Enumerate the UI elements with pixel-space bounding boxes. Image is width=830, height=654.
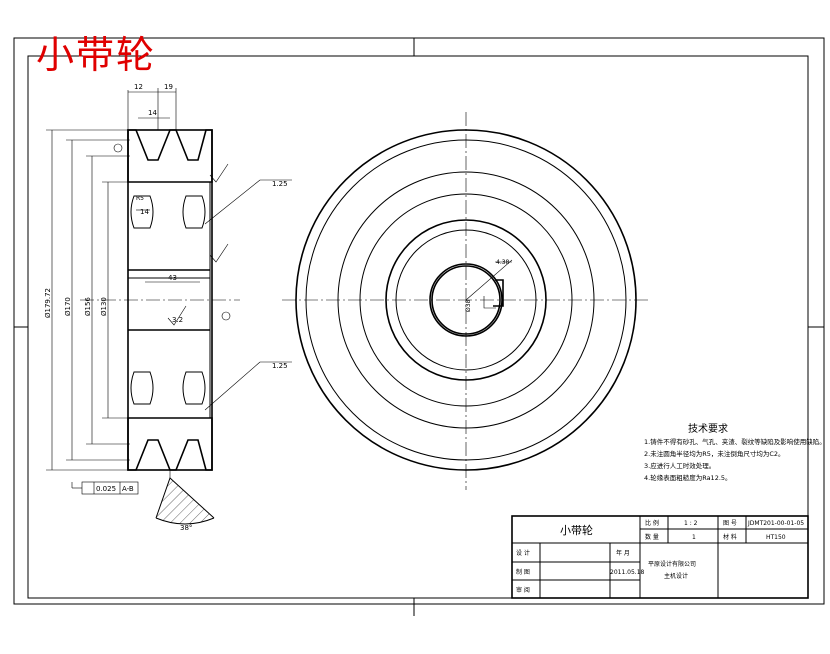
tb-material-label: 材 料: [723, 533, 737, 541]
tb-dwg-label: 图 号: [723, 520, 737, 527]
dim-d4: 14: [140, 208, 149, 216]
tb-name: 小带轮: [560, 523, 593, 537]
front-view: [282, 112, 650, 490]
dim-runout: 0.025: [96, 485, 116, 493]
tb-review-label: 审 阅: [516, 586, 530, 594]
tech-req-heading: 技术要求: [688, 424, 728, 435]
dim-r1: R5: [136, 195, 144, 202]
dim-surface2: 1.25: [272, 362, 288, 370]
tb-draw-label: 制 图: [516, 568, 530, 576]
dim-dia4: Ø130: [100, 297, 108, 316]
tech-req-item: 1.铸件不得有砂孔、气孔、夹渣、裂纹等缺陷及影响使用缺陷。: [644, 438, 826, 446]
tb-qty-label: 数 量: [645, 533, 659, 541]
tb-material: HT150: [766, 534, 786, 541]
drawing-title: 小带轮: [36, 33, 157, 77]
dim-rough1: 3.2: [172, 316, 183, 324]
dim-surface1: 1.25: [272, 180, 288, 188]
tb-qty: 1: [692, 534, 696, 541]
tb-date: 2011.05.18: [610, 569, 645, 576]
tb-scale-label: 比 例: [645, 519, 659, 527]
section-view: [46, 88, 292, 525]
tb-dwg-no: JDMT201-00-01-05: [747, 520, 804, 527]
dim-datum: A-B: [122, 485, 134, 493]
dim-bore: 43: [168, 274, 177, 282]
tb-design-label: 设 计: [516, 549, 530, 557]
dim-dia1: Ø179.72: [44, 288, 52, 318]
dim-dia3: Ø156: [84, 297, 92, 316]
tech-req-item: 2.未注圆角半径均为R5，未注倒角尺寸均为C2。: [644, 450, 785, 458]
dim-d2: 19: [164, 83, 173, 91]
tb-school-2: 主机设计: [664, 572, 688, 580]
dim-dia2: Ø170: [64, 297, 72, 316]
tech-req-item: 4.轮缘表面粗糙度为Ra12.5。: [644, 474, 732, 482]
dim-bore-dia: Ø38: [465, 299, 472, 312]
tb-scale: 1 : 2: [684, 520, 698, 527]
dim-d1: 12: [134, 83, 143, 91]
dim-d3: 14: [148, 109, 157, 117]
dim-keyway: 4.38: [496, 259, 510, 266]
tech-req-item: 3.应进行人工时效处理。: [644, 462, 716, 470]
tb-date-label: 年 月: [616, 549, 630, 557]
dim-angle: 38°: [180, 524, 192, 532]
tb-school-1: 平原设计有限公司: [648, 560, 696, 568]
outer-border: [13, 37, 825, 605]
title-block-lines: [511, 515, 809, 599]
